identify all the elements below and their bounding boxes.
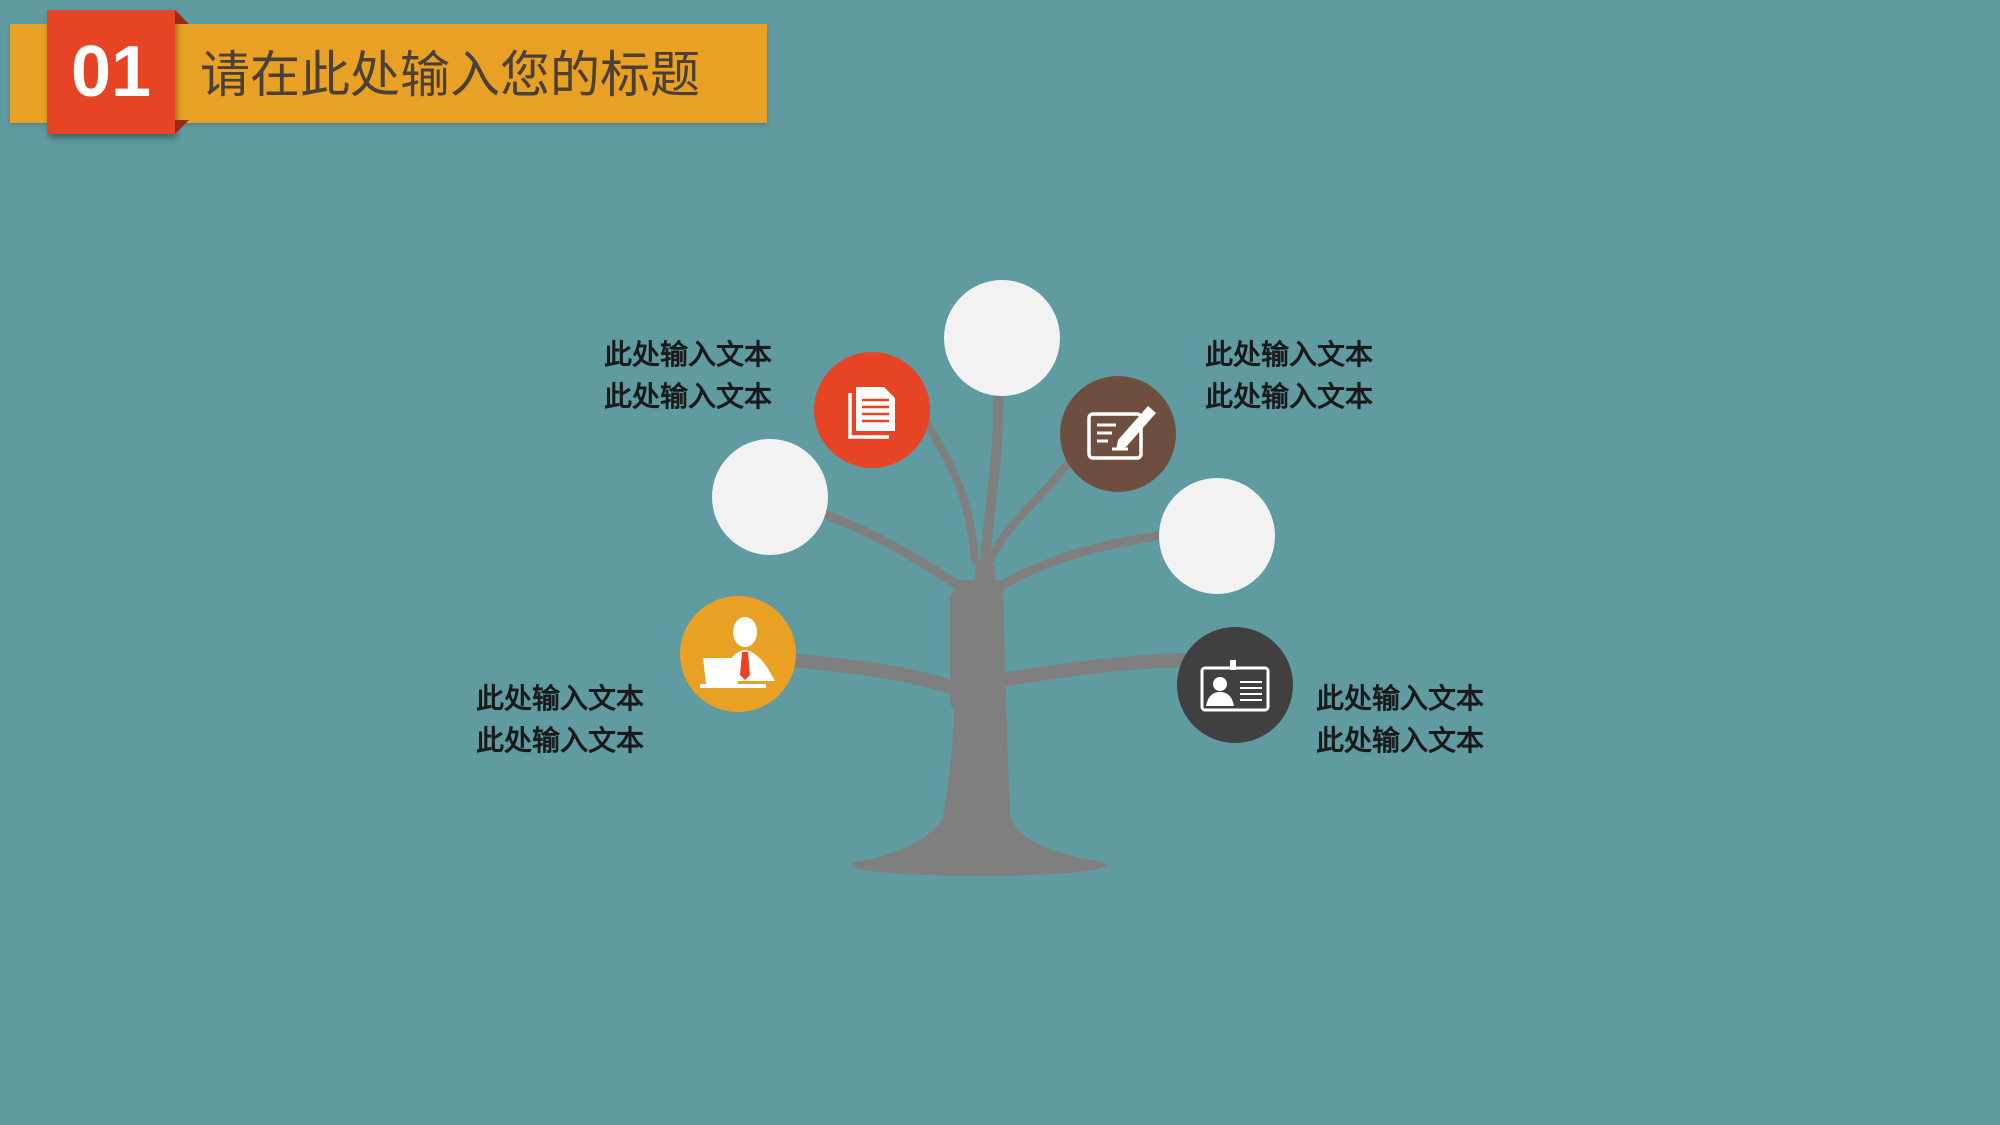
laptop-user-icon bbox=[700, 617, 775, 688]
empty-circle-top bbox=[944, 280, 1060, 396]
branch-brown bbox=[986, 451, 1079, 564]
branch-right-empty bbox=[990, 530, 1167, 595]
empty-circle-right bbox=[1159, 478, 1275, 594]
branch-dark bbox=[996, 653, 1189, 687]
text-line: 此处输入文本 bbox=[476, 724, 645, 757]
node-orange bbox=[680, 596, 796, 712]
edit-note-icon bbox=[1087, 406, 1156, 460]
text-label-top-left: 此处输入文本 此处输入文本 bbox=[604, 334, 772, 418]
branch-orange bbox=[783, 653, 969, 697]
text-label-bottom-left: 此处输入文本 此处输入文本 bbox=[476, 678, 644, 762]
branch-top bbox=[980, 385, 1004, 565]
text-label-bottom-right: 此处输入文本 此处输入文本 bbox=[1316, 678, 1484, 762]
fold-bottom bbox=[175, 120, 189, 134]
document-icon bbox=[848, 387, 895, 439]
text-line: 此处输入文本 bbox=[604, 380, 773, 413]
id-card-icon bbox=[1200, 660, 1270, 712]
text-line: 此处输入文本 bbox=[1205, 338, 1374, 371]
text-line: 此处输入文本 bbox=[476, 682, 645, 715]
empty-circle-left bbox=[712, 439, 828, 555]
node-red bbox=[814, 352, 930, 468]
section-number-box: 01 bbox=[47, 10, 175, 134]
tree-trunk bbox=[870, 580, 1090, 860]
page-title: 请在此处输入您的标题 bbox=[200, 46, 700, 104]
section-number: 01 bbox=[70, 32, 152, 112]
text-line: 此处输入文本 bbox=[604, 338, 773, 371]
branch-red bbox=[921, 416, 979, 564]
text-label-top-right: 此处输入文本 此处输入文本 bbox=[1205, 334, 1373, 418]
branch-left-empty bbox=[813, 507, 970, 595]
text-line: 此处输入文本 bbox=[1205, 380, 1374, 413]
node-brown bbox=[1060, 376, 1176, 492]
text-line: 此处输入文本 bbox=[1316, 682, 1485, 715]
tree-branches bbox=[783, 385, 1189, 715]
node-dark bbox=[1177, 627, 1293, 743]
text-line: 此处输入文本 bbox=[1316, 724, 1485, 757]
fold-top bbox=[175, 10, 189, 24]
